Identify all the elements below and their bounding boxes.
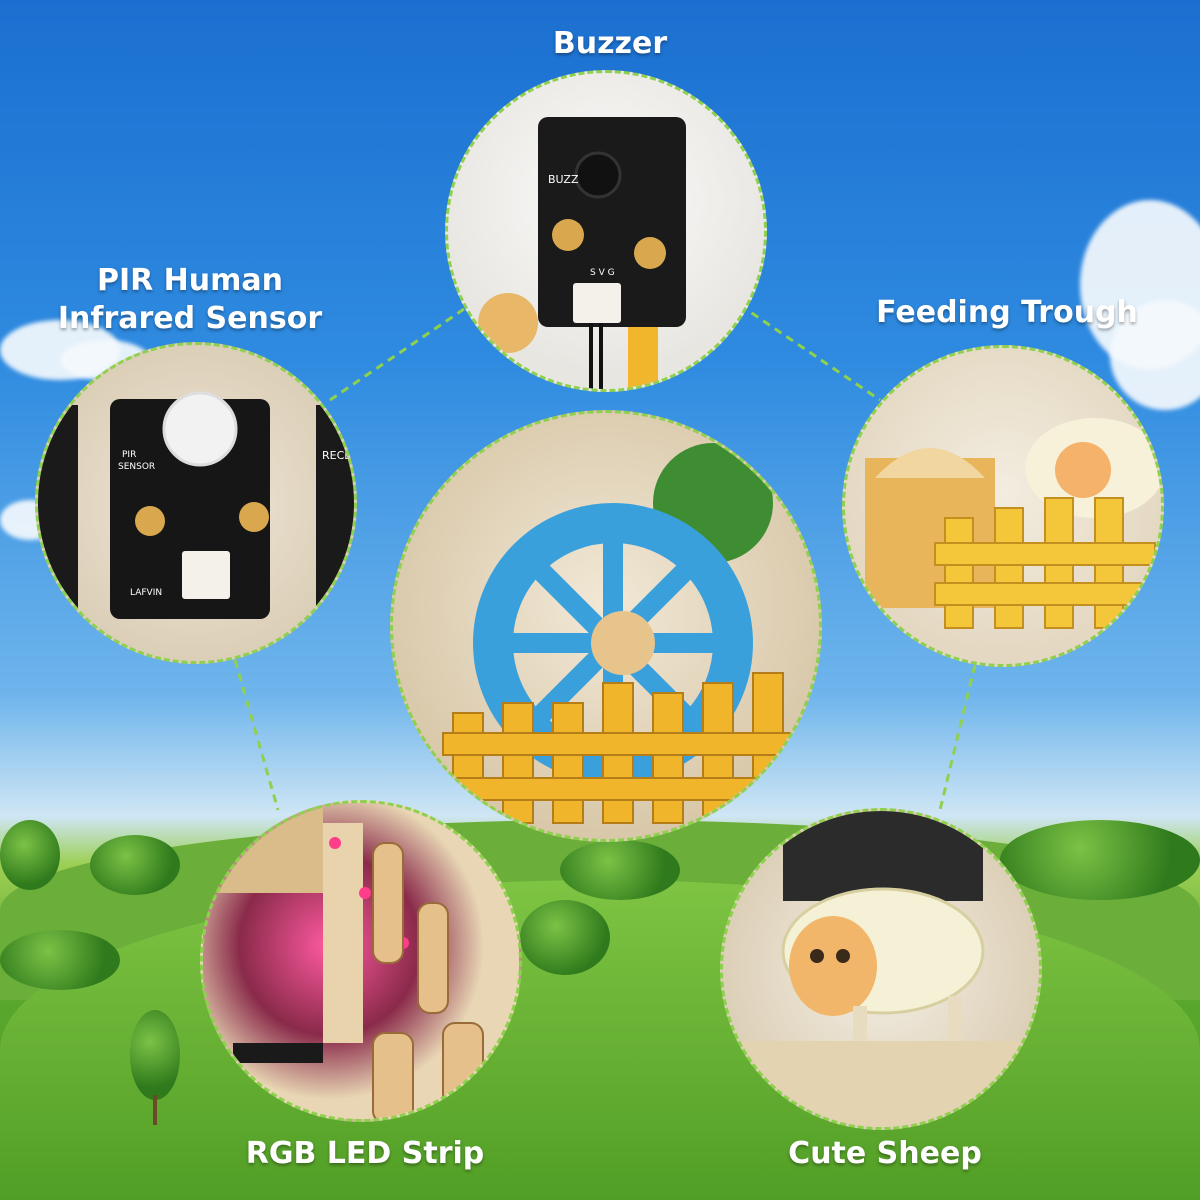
- wire: [589, 323, 593, 389]
- screw-icon: [239, 502, 269, 532]
- tree-trunk: [153, 1095, 157, 1125]
- tree: [130, 1010, 180, 1100]
- led-icon: [329, 837, 341, 849]
- tree: [0, 930, 120, 990]
- sheep-eye: [810, 949, 824, 963]
- tree: [520, 900, 610, 975]
- cute-sheep-photo: [720, 808, 1042, 1130]
- sheep-leg: [948, 996, 962, 1051]
- rgb-led-strip-photo: [200, 800, 522, 1122]
- led-icon: [359, 887, 371, 899]
- cute-sheep-label: Cute Sheep: [788, 1136, 982, 1171]
- water-wheel-photo: [390, 410, 822, 842]
- screw-icon: [634, 237, 666, 269]
- pir-sensor-photo: RECE PIR SENSOR LAFVIN: [35, 342, 357, 664]
- tree: [560, 840, 680, 900]
- sheep-eye: [836, 949, 850, 963]
- pin-labels: S V G: [590, 268, 615, 278]
- pir-board-label: PIR: [122, 450, 136, 460]
- pir-dome-icon: [162, 391, 238, 467]
- frame-shadow: [783, 811, 983, 901]
- buzzer-icon: [574, 151, 622, 199]
- ribbon-cable: [233, 1043, 323, 1063]
- sheep-face: [789, 916, 877, 1016]
- buzzer-board: [538, 117, 686, 327]
- pir-board-label: SENSOR: [118, 462, 155, 472]
- tree: [0, 820, 60, 890]
- pir-label-line2: Infrared Sensor: [57, 301, 323, 336]
- feeding-trough-photo: [842, 345, 1164, 667]
- led-board: [323, 823, 363, 1043]
- yellow-fence: [934, 497, 1156, 629]
- wooden-fence: [372, 842, 484, 1119]
- screw-icon: [552, 219, 584, 251]
- wire: [599, 323, 603, 389]
- screw-icon: [135, 506, 165, 536]
- buzzer-label: Buzzer: [552, 26, 668, 61]
- connector-port: [182, 551, 230, 599]
- wood-disc: [478, 293, 538, 353]
- brand-text: LAFVIN: [130, 588, 162, 598]
- wheel-hub: [591, 611, 655, 675]
- sheep-face: [1055, 442, 1111, 498]
- rgb-led-strip-label: RGB LED Strip: [245, 1136, 485, 1171]
- neighbor-board-text: RECE: [322, 449, 351, 462]
- pir-label-line1: PIR Human: [96, 263, 284, 298]
- tree: [90, 835, 180, 895]
- trough-arch: [875, 448, 985, 478]
- feeding-trough-label: Feeding Trough: [876, 295, 1138, 330]
- tree: [1000, 820, 1200, 900]
- cloud: [1110, 300, 1200, 410]
- buzzer-photo: BUZZ S V G: [445, 70, 767, 392]
- connector-port: [573, 283, 621, 323]
- buzzer-board-text: BUZZ: [548, 173, 579, 186]
